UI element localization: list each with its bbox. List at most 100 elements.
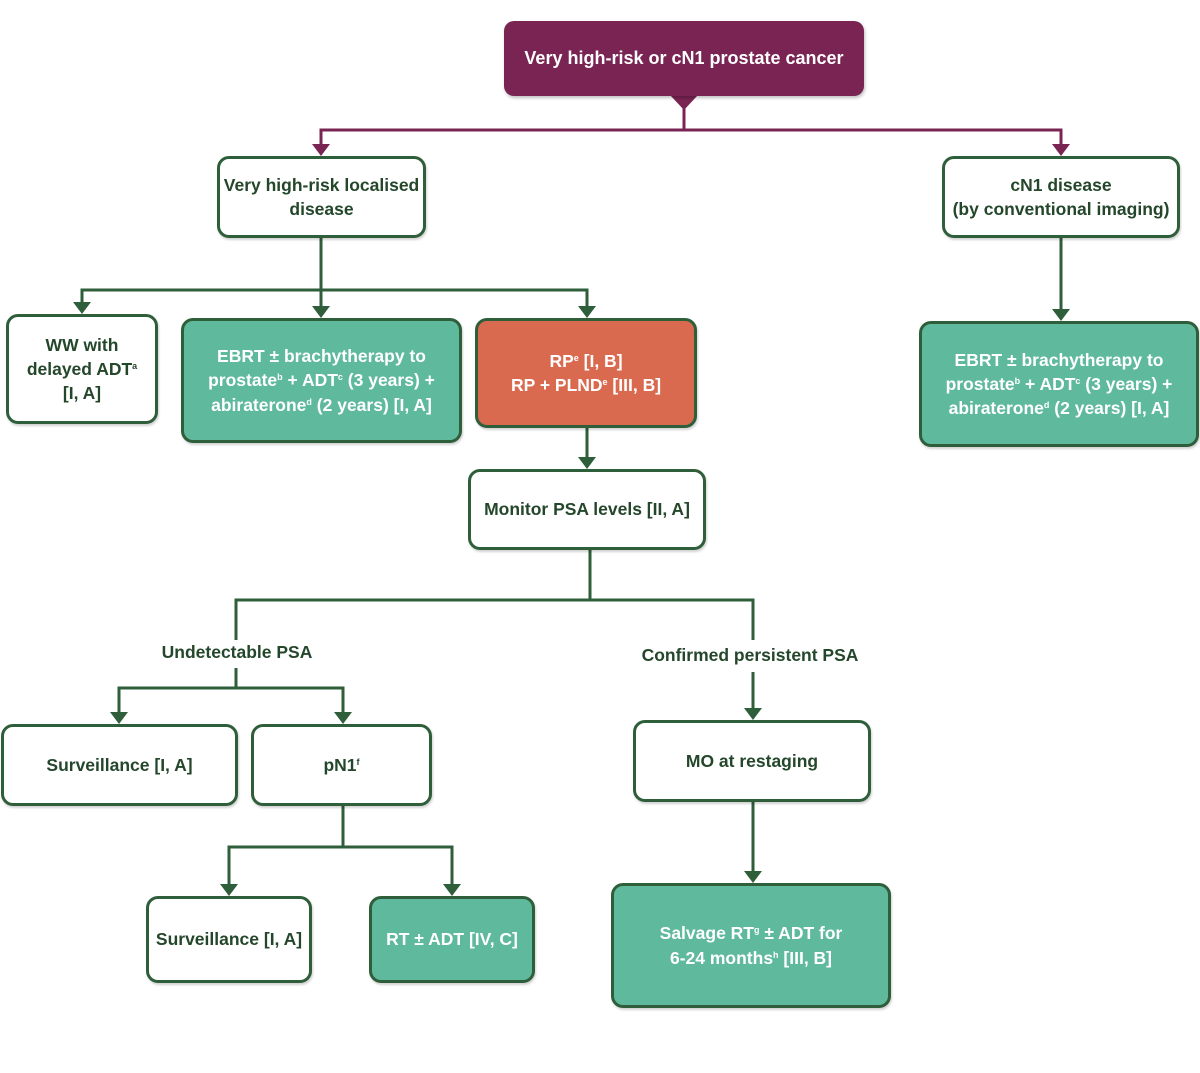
footnote-marker: f [356, 756, 360, 767]
node-text-segment: (2 years) [I, A] [311, 394, 432, 415]
arrow-to-salvage [744, 871, 762, 883]
node-text-segment: + ADT [282, 370, 338, 391]
node-text: RPe [I, B]RP + PLNDe [III, B] [511, 349, 661, 397]
node-text-line: Surveillance [I, A] [46, 753, 192, 777]
surveillance-node-2: Surveillance [I, A] [146, 896, 312, 983]
node-text-segment: [III, B] [607, 375, 662, 395]
node-text-line: RPe [I, B] [511, 349, 661, 373]
node-text-segment: Surveillance [I, A] [155, 929, 303, 950]
arrow-to-mo [744, 708, 762, 720]
node-text-line: cN1 disease [953, 173, 1170, 197]
connector-monitor-split [234, 598, 755, 640]
root-pointer [670, 95, 698, 110]
node-text-segment: Very high-risk localised [223, 174, 420, 195]
node-text-segment: WW with [45, 334, 119, 355]
node-text-line: delayed ADTa [27, 357, 137, 381]
node-text-segment: ± ADT for [759, 923, 843, 944]
footnote-marker: b [277, 372, 283, 383]
node-text-segment: RP [549, 350, 574, 371]
arrow-to-ww [73, 302, 91, 314]
node-text-line: 6-24 monthsh [III, B] [660, 946, 843, 970]
mo-restaging-node: MO at restaging [633, 720, 871, 802]
node-text-line: EBRT ± brachytherapy to [208, 344, 435, 368]
node-text-segment: [I, B] [578, 350, 623, 371]
node-text: MO at restaging [686, 749, 818, 773]
node-text: pN1f [323, 753, 359, 777]
surveillance-node-1: Surveillance [I, A] [1, 724, 238, 806]
rt-adt-node: RT ± ADT [IV, C] [369, 896, 535, 983]
node-text-line: EBRT ± brachytherapy to [946, 348, 1173, 372]
rp-node: RPe [I, B]RP + PLNDe [III, B] [475, 318, 697, 428]
connector-pn1-split [227, 845, 454, 884]
node-text-segment: abiraterone [948, 398, 1044, 419]
footnote-marker: d [306, 396, 312, 407]
arrow-to-ebrt-left [312, 306, 330, 318]
node-text-line: Salvage RTg ± ADT for [660, 921, 843, 945]
node-text-segment: (by conventional imaging) [952, 199, 1170, 219]
arrow-to-rp [578, 306, 596, 318]
node-text-segment: pN1 [323, 754, 357, 775]
node-text-line: prostateb + ADTc (3 years) + [946, 372, 1173, 396]
footnote-marker: d [1043, 400, 1050, 411]
footnote-marker: c [1075, 375, 1081, 386]
node-text-line: Monitor PSA levels [II, A] [484, 497, 690, 521]
connector-undetectable-split [117, 686, 345, 712]
node-text-line: abirateroned (2 years) [I, A] [946, 396, 1173, 420]
node-text-segment: Salvage RT [659, 923, 754, 944]
node-text-segment: RP + PLND [510, 375, 603, 395]
connector-vhr-split [80, 288, 589, 306]
node-text-segment: [III, B] [778, 947, 833, 968]
node-text: RT ± ADT [IV, C] [386, 927, 518, 951]
node-text: cN1 disease (by conventional imaging) [953, 173, 1170, 221]
node-text-line: abirateroned (2 years) [I, A] [208, 393, 435, 417]
node-text-segment: delayed ADT [26, 358, 133, 379]
footnote-marker: h [773, 949, 779, 960]
node-text-segment: cN1 disease [1010, 174, 1112, 195]
footnote-marker: b [1014, 375, 1021, 386]
arrow-to-surveillance-2 [220, 884, 238, 896]
monitor-psa-node: Monitor PSA levels [II, A] [468, 469, 706, 550]
node-text-line: RT ± ADT [IV, C] [386, 927, 518, 951]
node-text-segment: MO at restaging [685, 750, 819, 771]
node-text-segment: Surveillance [I, A] [46, 754, 193, 775]
node-text-segment: + ADT [1020, 373, 1076, 394]
connector-root-split [319, 128, 1063, 144]
node-text-segment: (3 years) + [1080, 373, 1173, 394]
node-text-line: (by conventional imaging) [953, 197, 1170, 221]
node-text-line: Surveillance [I, A] [156, 927, 302, 951]
node-text-line: disease [224, 197, 420, 221]
node-text-segment: EBRT ± brachytherapy to [217, 346, 426, 367]
node-text-segment: RT ± ADT [IV, C] [386, 929, 518, 950]
arrow-to-very-high-risk [312, 144, 330, 156]
node-text-segment: 6-24 months [669, 947, 774, 968]
node-text-line: MO at restaging [686, 749, 818, 773]
node-text-line: [I, A] [27, 381, 137, 405]
node-text-segment: [I, A] [62, 383, 102, 404]
arrow-to-ebrt-right [1052, 309, 1070, 321]
cn1-disease-node: cN1 disease (by conventional imaging) [942, 156, 1180, 238]
node-text-line: RP + PLNDe [III, B] [511, 373, 661, 397]
footnote-marker: c [337, 372, 343, 383]
arrow-to-rt-adt [443, 884, 461, 896]
node-text-segment: (3 years) + [342, 370, 435, 391]
arrow-to-surveillance-1 [110, 712, 128, 724]
node-text-segment: Monitor PSA levels [II, A] [484, 499, 690, 520]
node-text-segment: EBRT ± brachytherapy to [954, 349, 1164, 370]
node-text: Monitor PSA levels [II, A] [484, 497, 690, 521]
node-text-segment: (2 years) [I, A] [1049, 398, 1170, 419]
node-text-line: prostateb + ADTc (3 years) + [208, 368, 435, 392]
arrow-to-pn1 [334, 712, 352, 724]
arrow-to-monitor [578, 457, 596, 469]
footnote-marker: e [573, 352, 579, 363]
footnote-marker: e [602, 377, 608, 387]
